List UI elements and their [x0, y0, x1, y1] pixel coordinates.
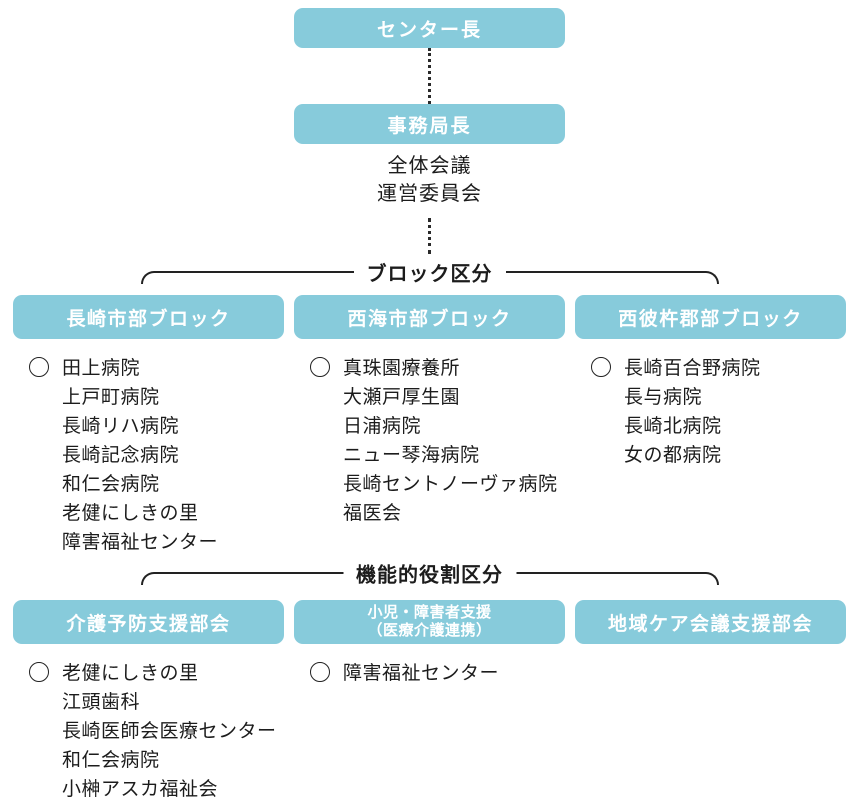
block-division-lists: 田上病院上戸町病院長崎リハ病院長崎記念病院和仁会病院老健にしきの里障害福祉センタ…	[13, 352, 846, 555]
member-label: 福医会	[343, 503, 402, 524]
marker-spacer	[29, 415, 49, 435]
node-secretary-general: 事務局長	[294, 104, 565, 144]
member-item: 障害福祉センター	[13, 526, 284, 555]
member-label: 大瀬戸厚生園	[343, 387, 461, 408]
member-list-community-care	[575, 657, 846, 802]
circle-marker-icon	[29, 661, 49, 682]
meeting-label-general: 全体会議	[387, 155, 472, 177]
member-label: 女の都病院	[624, 445, 722, 466]
member-item: 長崎医師会医療センター	[13, 715, 284, 744]
dotted-connector-icon	[428, 218, 431, 254]
member-label: 障害福祉センター	[343, 663, 500, 684]
marker-spacer	[29, 749, 49, 769]
member-item: ニュー琴海病院	[294, 439, 565, 468]
member-list-pediatric-disability: 障害福祉センター	[294, 657, 565, 802]
member-list-saikai-city: 真珠園療養所大瀬戸厚生園日浦病院ニュー琴海病院長崎セントノーヴァ病院福医会	[294, 352, 565, 555]
member-item: 大瀬戸厚生園	[294, 381, 565, 410]
member-label: 上戸町病院	[62, 387, 160, 408]
member-label: 長崎北病院	[624, 416, 722, 437]
member-label: 日浦病院	[343, 416, 422, 437]
member-item: 老健にしきの里	[13, 497, 284, 526]
member-label: 田上病院	[62, 358, 141, 379]
member-item: 日浦病院	[294, 410, 565, 439]
marker-spacer	[310, 502, 330, 522]
bracket-functional-role-division: 機能的役割区分	[140, 558, 719, 588]
circle-marker-icon	[591, 356, 611, 377]
marker-spacer	[591, 444, 611, 464]
member-label: 長崎リハ病院	[62, 416, 180, 437]
member-item: 障害福祉センター	[294, 657, 565, 686]
member-item: 長崎北病院	[575, 410, 846, 439]
marker-spacer	[29, 444, 49, 464]
header-nishisonogi-district-block: 西彼杵郡部ブロック	[575, 295, 846, 339]
marker-spacer	[310, 386, 330, 406]
member-label: 障害福祉センター	[62, 532, 219, 553]
member-list-care-prevention: 老健にしきの里江頭歯科長崎医師会医療センター和仁会病院小榊アスカ福祉会	[13, 657, 284, 802]
member-list-nagasaki-city: 田上病院上戸町病院長崎リハ病院長崎記念病院和仁会病院老健にしきの里障害福祉センタ…	[13, 352, 284, 555]
member-label: 長崎医師会医療センター	[62, 721, 277, 742]
header-care-prevention-support: 介護予防支援部会	[13, 600, 284, 644]
meeting-label-steering: 運営委員会	[377, 183, 482, 205]
marker-spacer	[29, 720, 49, 740]
member-item: 長崎セントノーヴァ病院	[294, 468, 565, 497]
circle-marker-icon	[310, 661, 330, 682]
bracket-block-division: ブロック区分	[140, 257, 719, 287]
member-label: 長与病院	[624, 387, 703, 408]
member-item: 和仁会病院	[13, 744, 284, 773]
circle-marker-icon	[29, 356, 49, 377]
member-item: 江頭歯科	[13, 686, 284, 715]
header-community-care-meeting-support: 地域ケア会議支援部会	[575, 600, 846, 644]
member-label: 老健にしきの里	[62, 663, 199, 684]
marker-spacer	[29, 473, 49, 493]
marker-spacer	[310, 473, 330, 493]
section-label-functional-role-division: 機能的役割区分	[343, 558, 516, 588]
member-item: 長与病院	[575, 381, 846, 410]
marker-spacer	[29, 778, 49, 798]
marker-spacer	[310, 415, 330, 435]
member-item: 真珠園療養所	[294, 352, 565, 381]
circle-marker-icon	[310, 356, 330, 377]
member-item: 福医会	[294, 497, 565, 526]
marker-spacer	[29, 502, 49, 522]
marker-spacer	[310, 444, 330, 464]
member-label: 長崎セントノーヴァ病院	[343, 474, 558, 495]
member-item: 長崎百合野病院	[575, 352, 846, 381]
member-label: 江頭歯科	[62, 692, 141, 713]
node-center-director: センター長	[294, 8, 565, 48]
marker-spacer	[591, 386, 611, 406]
member-label: 老健にしきの里	[62, 503, 199, 524]
header-saikai-city-block: 西海市部ブロック	[294, 295, 565, 339]
member-list-nishisonogi-district: 長崎百合野病院長与病院長崎北病院女の都病院	[575, 352, 846, 555]
meetings-block: 全体会議 運営委員会	[13, 152, 846, 208]
marker-spacer	[29, 386, 49, 406]
member-label: 長崎記念病院	[62, 445, 180, 466]
functional-role-lists: 老健にしきの里江頭歯科長崎医師会医療センター和仁会病院小榊アスカ福祉会 障害福祉…	[13, 657, 846, 802]
header-pediatric-disability-support: 小児・障害者支援 （医療介護連携）	[294, 600, 565, 644]
marker-spacer	[29, 531, 49, 551]
member-label: 長崎百合野病院	[624, 358, 761, 379]
block-division-headers: 長崎市部ブロック 西海市部ブロック 西彼杵郡部ブロック	[13, 295, 846, 339]
member-item: 小榊アスカ福祉会	[13, 773, 284, 802]
marker-spacer	[29, 691, 49, 711]
member-label: 真珠園療養所	[343, 358, 461, 379]
section-label-block-division: ブロック区分	[353, 257, 506, 287]
member-item: 和仁会病院	[13, 468, 284, 497]
member-item: 長崎リハ病院	[13, 410, 284, 439]
member-item: 老健にしきの里	[13, 657, 284, 686]
header-nagasaki-city-block: 長崎市部ブロック	[13, 295, 284, 339]
member-item: 女の都病院	[575, 439, 846, 468]
marker-spacer	[591, 415, 611, 435]
member-item: 長崎記念病院	[13, 439, 284, 468]
member-item: 田上病院	[13, 352, 284, 381]
functional-role-headers: 介護予防支援部会 小児・障害者支援 （医療介護連携） 地域ケア会議支援部会	[13, 600, 846, 644]
member-item: 上戸町病院	[13, 381, 284, 410]
dotted-connector-icon	[428, 48, 431, 104]
member-label: 和仁会病院	[62, 750, 160, 771]
member-label: ニュー琴海病院	[343, 445, 480, 466]
member-label: 和仁会病院	[62, 474, 160, 495]
member-label: 小榊アスカ福祉会	[62, 779, 219, 800]
